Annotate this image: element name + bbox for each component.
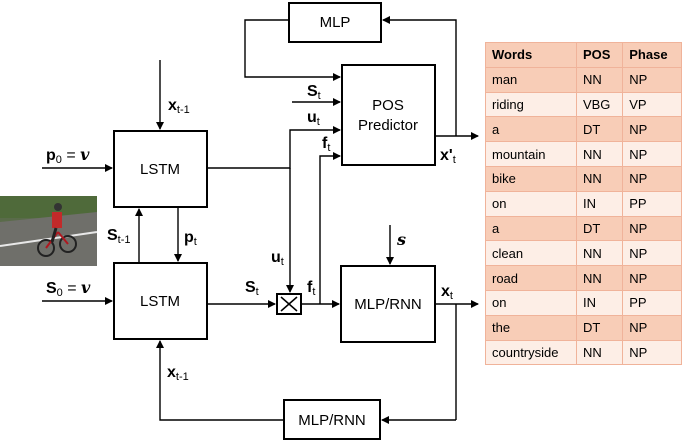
cell-phase: NP (622, 240, 682, 267)
pos-predictor-box (341, 64, 436, 166)
cell-phase: NP (622, 66, 682, 93)
mlp-rnn-right-box (340, 265, 436, 343)
cell-phase: PP (622, 190, 682, 217)
header-words: Words (485, 42, 577, 68)
cyclist-photo (0, 196, 98, 266)
mlp-rnn-bottom-box (283, 399, 381, 440)
cell-word: clean (485, 240, 577, 267)
label-xtm1-top: xt-1 (168, 97, 190, 116)
label-pt: pt (184, 229, 197, 248)
label-stm1: St-1 (107, 227, 131, 246)
cell-pos: VBG (575, 91, 624, 118)
cell-pos: NN (575, 265, 624, 291)
cell-pos: IN (575, 190, 624, 217)
cell-word: riding (485, 91, 577, 118)
cell-word: on (485, 190, 577, 217)
header-phase: Phase (622, 42, 682, 68)
mlp-rnn-right-label: MLP/RNN (354, 296, 422, 313)
cell-pos: NN (575, 66, 624, 93)
cell-pos: IN (575, 289, 624, 316)
cell-word: mountain (485, 141, 577, 167)
arrow-ft-pos (319, 152, 341, 304)
cell-phase: NP (622, 265, 682, 291)
cell-word: a (485, 215, 577, 242)
label-st-mid: St (245, 279, 259, 298)
lstm-bottom-box (113, 262, 208, 340)
label-xtm1-bottom: xt-1 (167, 364, 189, 383)
cell-word: road (485, 265, 577, 291)
arrow-mlprnn-to-lstm (156, 340, 284, 421)
label-p0: p0 = v (46, 145, 90, 166)
mlp-rnn-bottom-label: MLP/RNN (298, 412, 366, 429)
cell-phase: NP (622, 141, 682, 167)
cell-phase: VP (622, 91, 682, 118)
label-xt-out: xt (441, 283, 453, 302)
label-s0: S0 = v (46, 278, 91, 299)
cell-pos: NN (575, 141, 624, 167)
label-ft-pos: ft (322, 135, 330, 154)
pos-predictor-label-1: POS (372, 97, 404, 114)
arrow-mlp-to-pos (244, 19, 341, 81)
cell-word: countryside (485, 339, 577, 366)
cell-pos: DT (575, 215, 624, 242)
cell-pos: DT (575, 116, 624, 143)
cell-pos: NN (575, 339, 624, 366)
lstm-bottom-label: LSTM (140, 293, 180, 310)
cell-pos: NN (575, 165, 624, 192)
header-pos: POS (575, 42, 624, 68)
cell-phase: NP (622, 314, 682, 341)
label-ut-pos: ut (307, 109, 320, 128)
cell-word: bike (485, 165, 577, 192)
table-header-row: Words POS Phase (485, 42, 682, 68)
cell-pos: DT (575, 314, 624, 341)
pos-predictor-label-2: Predictor (358, 117, 418, 134)
cell-phase: NP (622, 165, 682, 192)
lstm-top-label: LSTM (140, 161, 180, 178)
label-ut-mid: ut (271, 249, 284, 268)
cell-phase: PP (622, 289, 682, 316)
label-ft-mid: ft (307, 279, 315, 298)
mlp-top-label: MLP (320, 14, 351, 31)
label-s-input: s (396, 230, 406, 249)
cell-word: a (485, 116, 577, 143)
arrow-ut-pos (207, 126, 341, 169)
cell-phase: NP (622, 116, 682, 143)
cell-word: on (485, 289, 577, 316)
cell-word: the (485, 314, 577, 341)
mlp-top-box (288, 2, 382, 43)
label-xprime-t: x't (440, 147, 456, 166)
lstm-top-box (113, 130, 208, 208)
cell-word: man (485, 66, 577, 93)
cell-phase: NP (622, 339, 682, 366)
cell-pos: NN (575, 240, 624, 267)
cell-phase: NP (622, 215, 682, 242)
arrow-posout-to-mlp (382, 16, 457, 136)
label-st-pos: St (307, 83, 321, 102)
